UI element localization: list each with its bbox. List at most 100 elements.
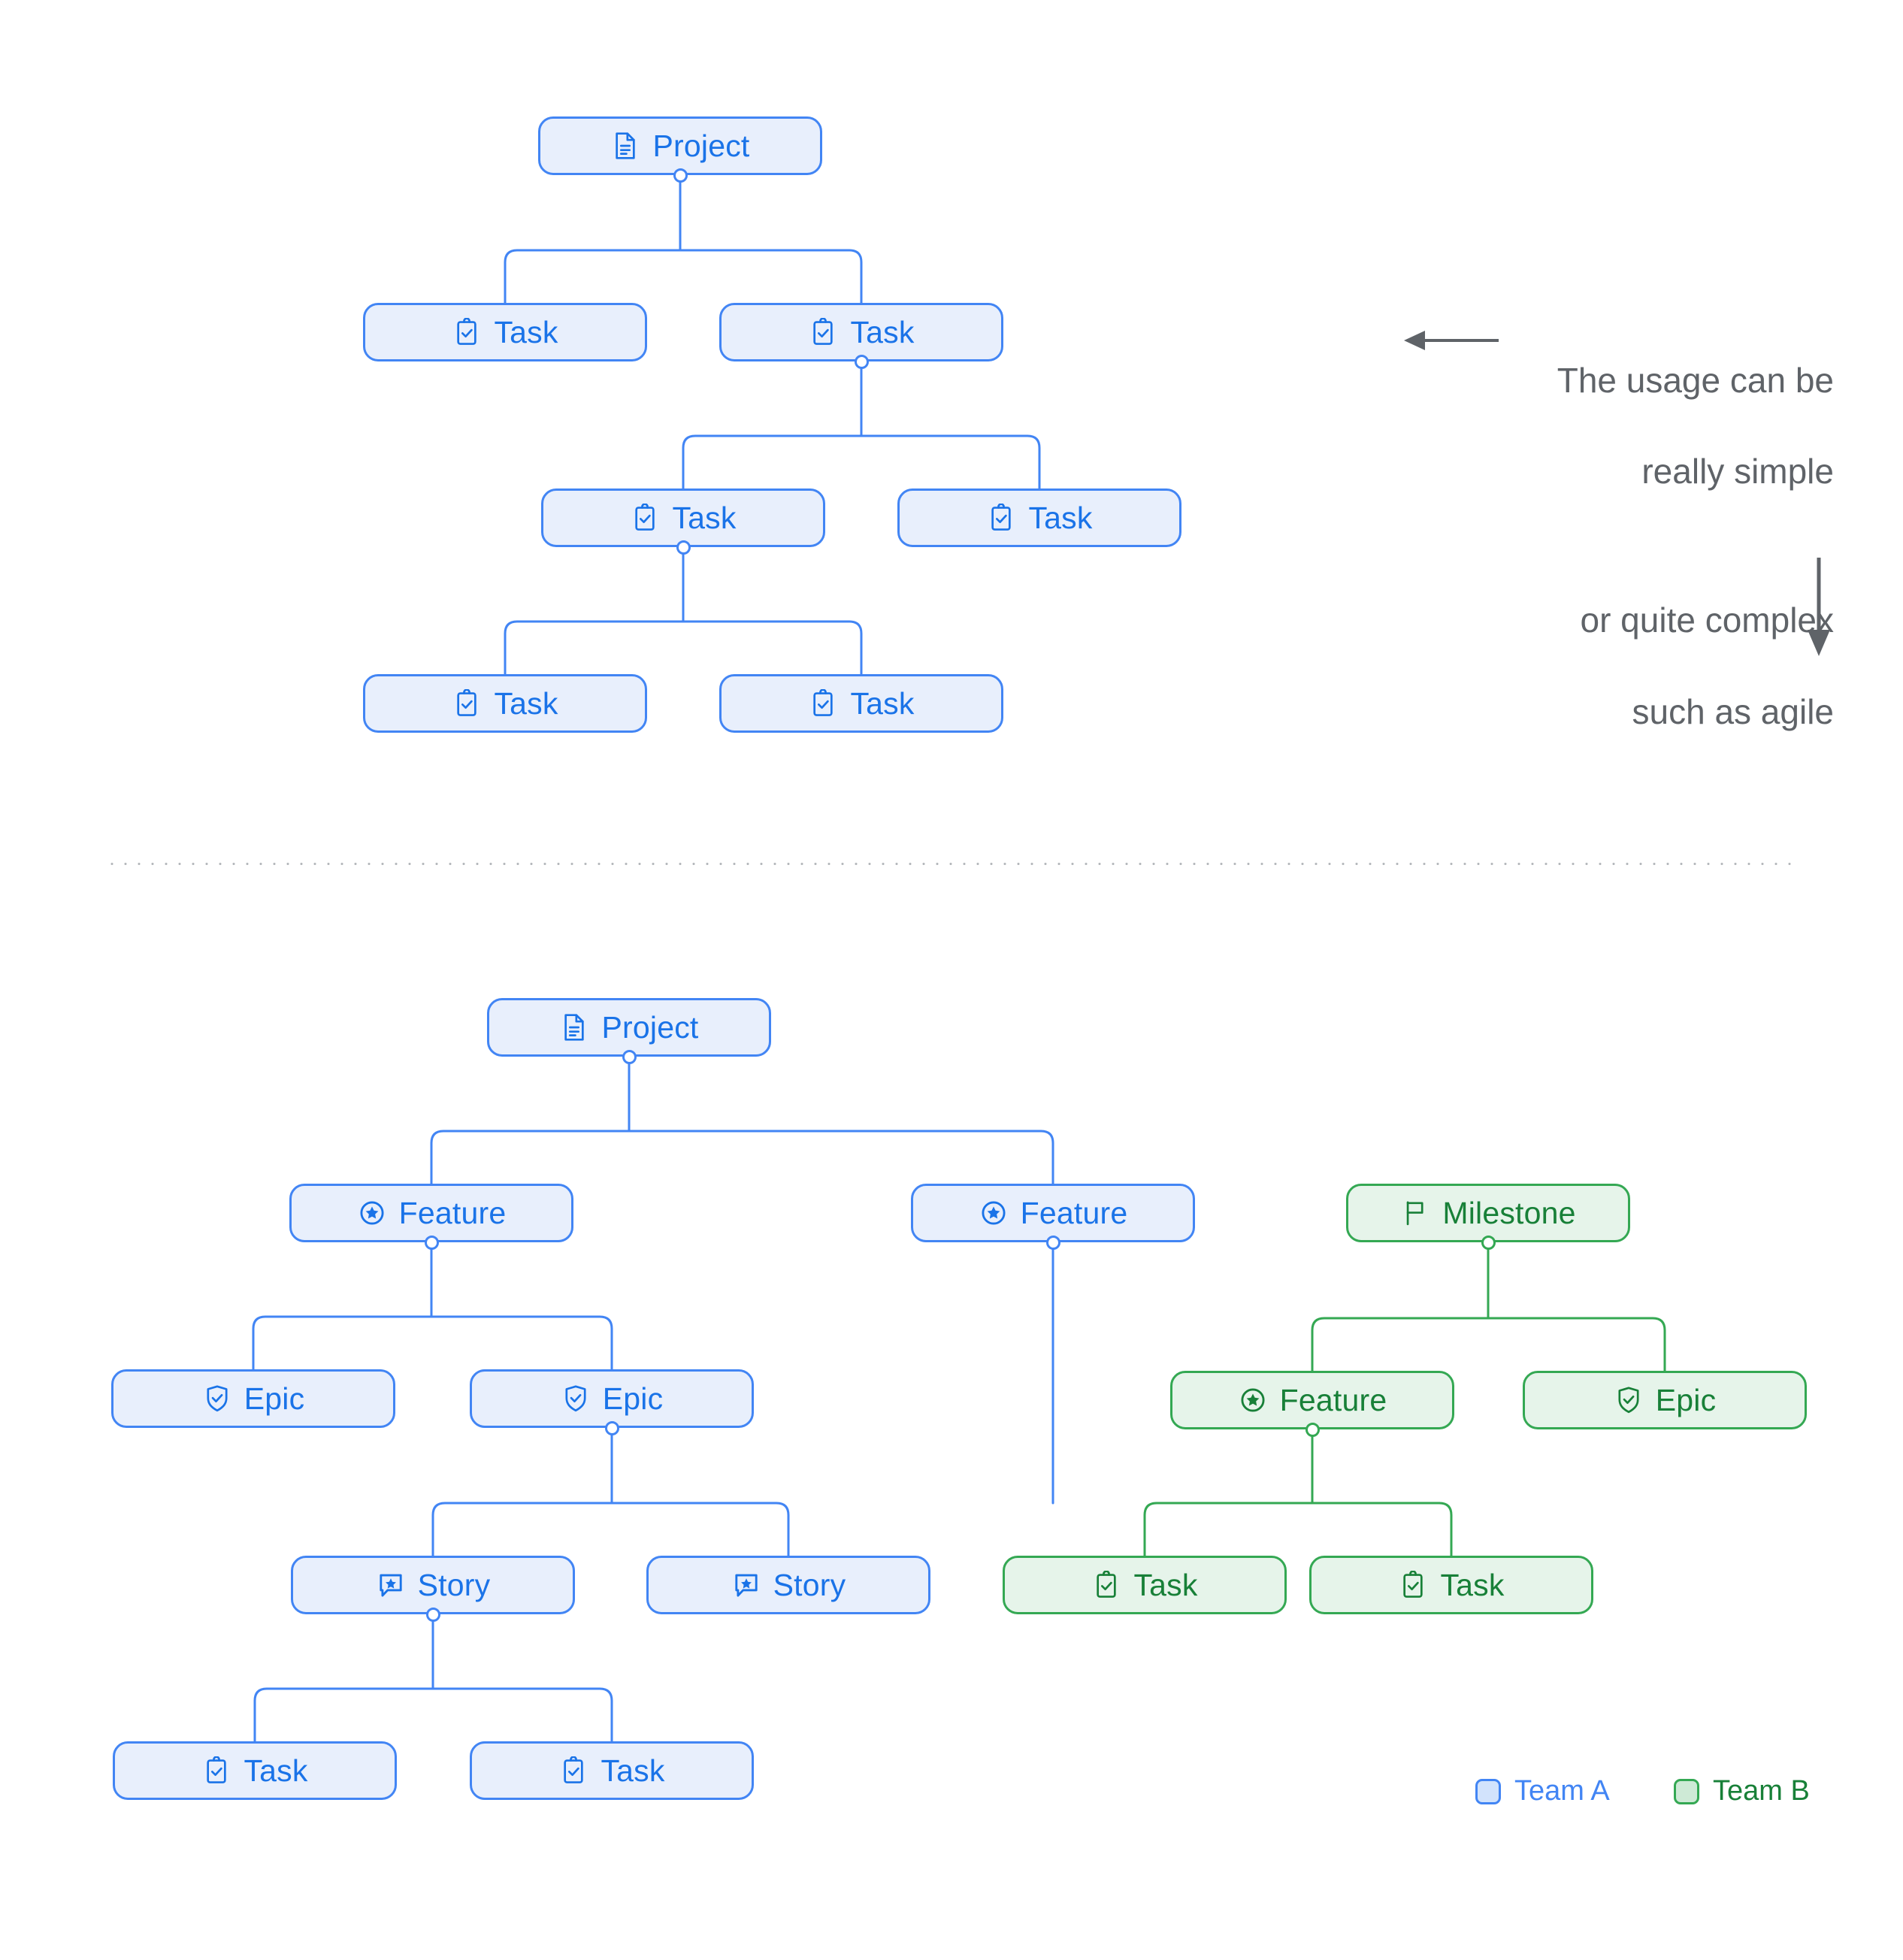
star-circle-icon [357,1198,387,1228]
node-label: Task [244,1753,308,1788]
node-task-a14[interactable]: Task [470,1741,754,1800]
node-label: Task [601,1753,665,1788]
legend-item-team-a: Team A [1475,1775,1610,1807]
connector-line [253,1687,434,1743]
arrow-down-icon [1808,558,1830,656]
node-task-a12[interactable]: Task [1309,1556,1593,1614]
connector-line [430,1315,613,1371]
shield-check-icon [202,1384,232,1414]
shield-check-icon [1614,1385,1644,1415]
node-label: Project [601,1009,699,1045]
connector-line [682,620,863,676]
annotation-line-3: or quite complex [1580,600,1835,640]
clipboard-check-icon [808,317,838,347]
connector-line [430,1130,631,1185]
clipboard-check-icon [630,503,660,533]
connector-line [1143,1502,1314,1557]
connector-line [860,434,1041,490]
connection-handle[interactable] [622,1049,637,1064]
node-task-s5[interactable]: Task [897,488,1181,547]
node-task-s2[interactable]: Task [363,303,647,361]
clipboard-check-icon [452,688,482,718]
comment-star-icon [376,1570,406,1600]
node-task-s6[interactable]: Task [363,674,647,733]
node-label: Feature [398,1195,507,1230]
team-b-swatch [1674,1778,1699,1804]
annotation-line-4: such as agile [1632,691,1835,731]
connection-handle[interactable] [424,1235,439,1250]
connector-line [628,1130,1054,1185]
connector-line [1487,1317,1666,1372]
clipboard-check-icon [452,317,482,347]
connection-handle[interactable] [1045,1235,1060,1250]
node-label: Task [1028,500,1093,535]
connection-handle[interactable] [676,540,691,555]
clipboard-check-icon [1091,1570,1121,1600]
node-task-a13[interactable]: Task [113,1741,397,1800]
node-project-a1[interactable]: Project [487,998,771,1057]
node-task-s4[interactable]: Task [541,488,825,547]
node-milestone-a4[interactable]: Milestone [1346,1184,1630,1242]
node-task-s3[interactable]: Task [719,303,1003,361]
node-feature-a2[interactable]: Feature [289,1184,573,1242]
document-icon [610,131,640,161]
node-label: Milestone [1442,1195,1576,1230]
connector-line [682,434,863,490]
connection-handle[interactable] [1305,1422,1320,1437]
node-label: Story [417,1567,491,1602]
clipboard-check-icon [558,1756,588,1786]
clipboard-check-icon [808,688,838,718]
legend-label-team-a: Team A [1514,1775,1610,1807]
node-story-a10[interactable]: Story [646,1556,930,1614]
section-divider [105,863,1800,865]
connector-line [504,249,682,304]
connector-line [1311,1502,1453,1557]
connector-line [504,620,685,676]
node-feature-a3[interactable]: Feature [911,1184,1195,1242]
node-epic-a6[interactable]: Epic [470,1369,754,1428]
clipboard-check-icon [986,503,1016,533]
node-label: Task [1440,1567,1505,1602]
clipboard-check-icon [1398,1570,1428,1600]
star-circle-icon [1238,1385,1268,1415]
connection-handle[interactable] [1481,1235,1496,1250]
node-label: Task [850,685,915,721]
annotation-line-1: The usage can be [1557,360,1834,400]
node-label: Epic [1655,1382,1717,1417]
node-label: Epic [602,1381,664,1416]
node-label: Task [850,314,915,349]
clipboard-check-icon [201,1756,231,1786]
connector-line [252,1315,433,1371]
node-label: Story [773,1567,846,1602]
node-label: Project [652,128,750,163]
connector-line [1311,1317,1490,1372]
node-story-a9[interactable]: Story [291,1556,575,1614]
connector-line [610,1502,790,1557]
node-project-s1[interactable]: Project [538,116,822,175]
connection-handle[interactable] [604,1420,619,1435]
legend-item-team-b: Team B [1674,1775,1810,1807]
connector-line [679,249,863,304]
node-label: Task [1133,1567,1198,1602]
team-a-swatch [1475,1778,1501,1804]
connection-handle[interactable] [673,168,688,183]
node-epic-a8[interactable]: Epic [1523,1371,1807,1429]
comment-star-icon [731,1570,761,1600]
document-icon [559,1012,589,1042]
node-task-a11[interactable]: Task [1003,1556,1287,1614]
node-label: Epic [244,1381,305,1416]
flag-icon [1400,1198,1430,1228]
node-label: Feature [1279,1382,1387,1417]
connector-line [431,1687,613,1743]
connection-handle[interactable] [425,1607,440,1622]
node-epic-a5[interactable]: Epic [111,1369,395,1428]
annotation-line-2: really simple [1641,452,1834,492]
shield-check-icon [561,1384,591,1414]
node-task-s7[interactable]: Task [719,674,1003,733]
node-label: Task [494,685,558,721]
node-feature-a7[interactable]: Feature [1170,1371,1454,1429]
connector-line [431,1502,613,1557]
connection-handle[interactable] [854,354,869,369]
